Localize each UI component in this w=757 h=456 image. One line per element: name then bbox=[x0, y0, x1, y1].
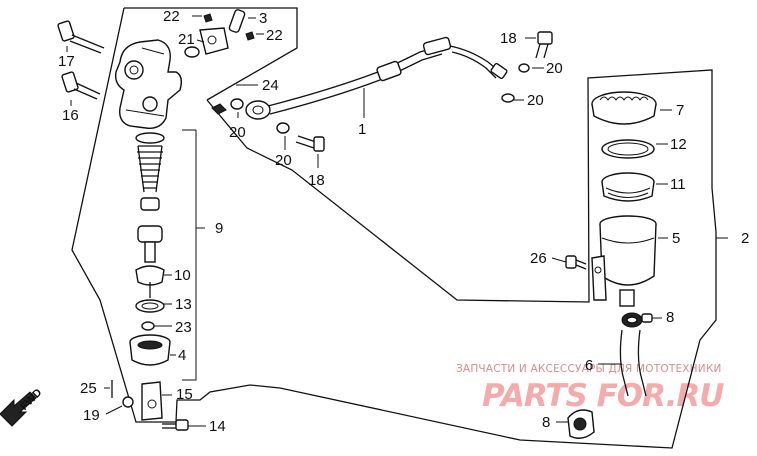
callout-12: 12 bbox=[670, 136, 687, 153]
callout-18: 18 bbox=[308, 172, 325, 189]
callout-20: 20 bbox=[229, 124, 246, 141]
fwd-arrow: FWD bbox=[0, 387, 44, 427]
callout-24: 24 bbox=[262, 77, 279, 94]
callout-9: 9 bbox=[215, 220, 223, 237]
callout-13: 13 bbox=[175, 296, 192, 313]
callout-18: 18 bbox=[500, 30, 517, 47]
callout-6: 6 bbox=[585, 357, 593, 374]
bolt-18-upper bbox=[535, 31, 553, 59]
callout-20: 20 bbox=[527, 92, 544, 109]
callout-21: 21 bbox=[178, 31, 195, 48]
callout-10: 10 bbox=[174, 267, 191, 284]
callout-5: 5 bbox=[672, 230, 680, 247]
clamp-8-lower bbox=[567, 409, 595, 439]
fwd-label: FWD bbox=[18, 387, 44, 413]
fitting-3 bbox=[184, 9, 255, 58]
clevis-15 bbox=[141, 381, 163, 421]
callout-23: 23 bbox=[175, 319, 192, 336]
callout-25: 25 bbox=[80, 380, 97, 397]
callout-4: 4 bbox=[178, 347, 186, 364]
clamp-8-upper bbox=[621, 312, 653, 328]
callout-20: 20 bbox=[546, 60, 563, 77]
spring-stack bbox=[135, 132, 165, 193]
watermark-tagline: ЗАПЧАСТИ И АКСЕССУАРЫ ДЛЯ МОТОТЕХНИКИ bbox=[456, 363, 722, 375]
callout-20: 20 bbox=[275, 152, 292, 169]
washer-23 bbox=[141, 321, 155, 331]
hose-1 bbox=[245, 36, 508, 120]
washer-20-b bbox=[276, 122, 290, 134]
tube-6 bbox=[619, 329, 647, 397]
seal-13 bbox=[135, 299, 165, 313]
callout-7: 7 bbox=[676, 102, 684, 119]
leader-lines bbox=[66, 15, 672, 427]
washer-20-a bbox=[230, 98, 244, 110]
callout-22: 22 bbox=[266, 27, 283, 44]
washer-20-d bbox=[501, 93, 515, 103]
plate-12 bbox=[601, 139, 655, 159]
callout-8: 8 bbox=[542, 414, 550, 431]
callout-2: 2 bbox=[741, 230, 749, 247]
boot-4 bbox=[129, 334, 171, 366]
washer-20-c bbox=[518, 63, 530, 73]
callout-16: 16 bbox=[62, 107, 79, 124]
callout-11: 11 bbox=[670, 176, 686, 193]
reservoir-5 bbox=[591, 215, 657, 307]
reservoir-cap-7 bbox=[591, 91, 657, 125]
screw-26 bbox=[565, 255, 587, 270]
callout-8: 8 bbox=[666, 309, 674, 326]
callout-19: 19 bbox=[83, 407, 100, 424]
callout-22: 22 bbox=[163, 8, 180, 25]
diaphragm-11 bbox=[601, 172, 655, 202]
nut-24 bbox=[211, 103, 227, 115]
bolt-18-lower bbox=[295, 135, 325, 152]
callout-1: 1 bbox=[358, 121, 366, 138]
bolt-17 bbox=[57, 20, 105, 54]
callouts: 22 3 21 22 17 16 24 20 20 18 1 18 20 20 … bbox=[58, 8, 749, 435]
callout-15: 15 bbox=[176, 386, 193, 403]
piston-parts bbox=[135, 197, 165, 298]
master-cylinder-body bbox=[114, 39, 183, 129]
clip-19 bbox=[122, 396, 134, 408]
watermark-logo: PARTS FOR.RU bbox=[482, 378, 724, 414]
callout-3: 3 bbox=[259, 10, 267, 27]
bolt-16 bbox=[61, 71, 101, 100]
callout-14: 14 bbox=[209, 418, 226, 435]
bolt-14 bbox=[162, 419, 189, 431]
callout-26: 26 bbox=[530, 250, 547, 267]
callout-17: 17 bbox=[58, 53, 75, 70]
watermark: ЗАПЧАСТИ И АКСЕССУАРЫ ДЛЯ МОТОТЕХНИКИ PA… bbox=[456, 363, 725, 414]
